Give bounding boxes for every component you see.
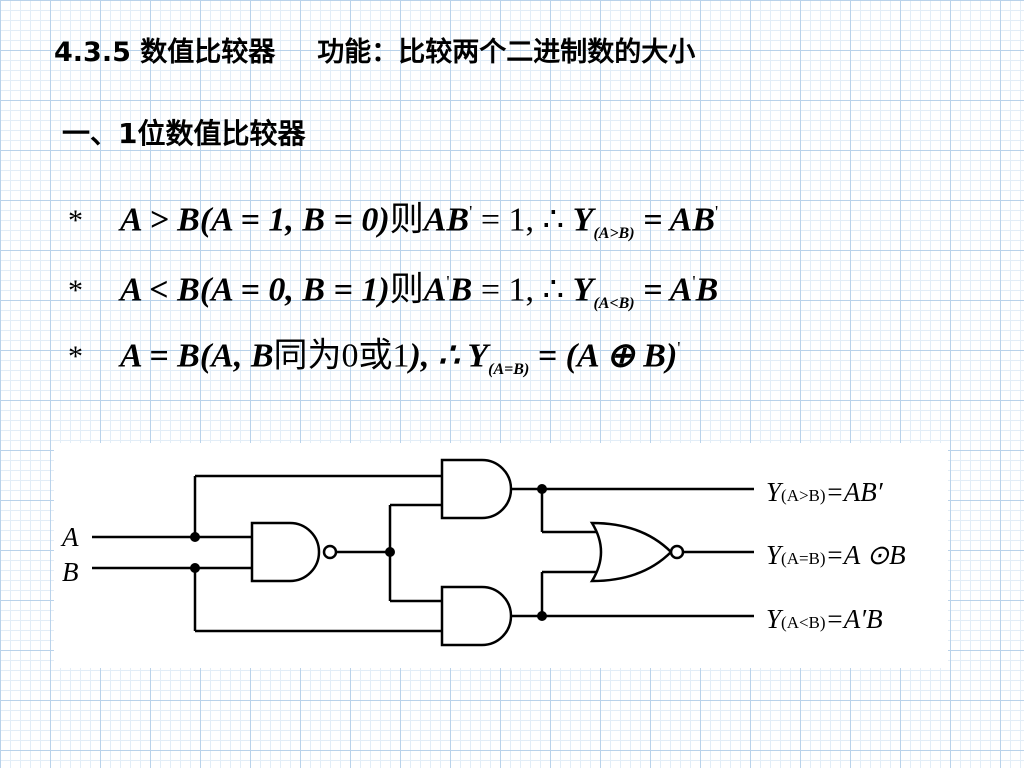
section-title: 4.3.5 数值比较器 [54, 37, 276, 68]
prime-mark: ' [677, 338, 681, 358]
output-var: Y [766, 604, 784, 634]
output-var: Y [467, 337, 489, 375]
prime-mark: ' [692, 272, 696, 292]
prime-mark: ' [469, 202, 473, 222]
input-b-label: B [62, 557, 79, 587]
output-subscript: (A>B) [593, 225, 635, 243]
junction-dot [385, 547, 395, 557]
input-a-label: A [60, 522, 79, 552]
output-rhs-a: = A [634, 271, 693, 309]
circuit-diagram: A B Y(A>B)=AB′ Y(A=B)=A ⊙B Y(A<B)=A′B [54, 443, 948, 668]
output-rhs-b: B [695, 271, 719, 309]
output-subscript: (A>B) [781, 486, 826, 505]
formula-condition: A < B(A = 0, B = 1) [120, 271, 390, 309]
bullet: * [68, 274, 83, 308]
nand-bubble [322, 544, 338, 560]
output-rhs: = AB [634, 201, 716, 239]
circuit-wires [92, 474, 754, 633]
output-subscript: (A=B) [781, 549, 826, 568]
output-var: Y [766, 540, 784, 570]
page-title: 4.3.5 数值比较器 功能：比较两个二进制数的大小 [54, 30, 695, 69]
formula-equal: * A = B(A, B同为0或1), ∴ Y(A=B) = (A ⊕ B)' [68, 328, 681, 390]
bullet: * [68, 340, 83, 374]
nor-gate [589, 521, 673, 583]
output-gt-label: Y(A>B)=AB′ [766, 477, 884, 507]
nand-gate [250, 521, 321, 583]
junction-dot [190, 532, 200, 542]
junction-dot [537, 484, 547, 494]
formula-expression-a: A [423, 271, 447, 309]
nor-bubble [669, 544, 685, 560]
circuit-svg: A B Y(A>B)=AB′ Y(A=B)=A ⊙B Y(A<B)=A′B [60, 458, 906, 647]
formula-condition: A = B(A, B [120, 337, 274, 375]
formula-then: 则 [389, 271, 424, 309]
and-gate-top [440, 458, 513, 520]
formula-expression-b: B [449, 271, 473, 309]
output-rhs: =A′B [826, 604, 883, 634]
function-description: 功能：比较两个二进制数的大小 [317, 37, 696, 68]
prime-mark: ' [446, 272, 450, 292]
output-var: Y [766, 477, 784, 507]
junction-dot [537, 611, 547, 621]
formula-greater: *A > B(A = 1, B = 0)则AB' = 1, ∴ Y(A>B) =… [68, 192, 718, 254]
output-rhs: = (A ⊕ B) [529, 337, 678, 375]
junction-dot [190, 563, 200, 573]
formula-same-text: 同为0或1 [273, 337, 410, 375]
output-eq-label: Y(A=B)=A ⊙B [766, 540, 906, 570]
output-lt-label: Y(A<B)=A′B [766, 604, 883, 634]
formula-tail: ), ∴ [409, 337, 468, 375]
junctions [190, 484, 547, 621]
output-rhs: =AB′ [826, 477, 884, 507]
prime-mark: ' [715, 202, 719, 222]
formula-condition: A > B(A = 1, B = 0) [120, 201, 390, 239]
output-subscript: (A<B) [593, 295, 635, 313]
output-var: Y [572, 271, 594, 309]
formula-result: = 1, ∴ [472, 201, 573, 239]
formula-result: = 1, ∴ [472, 271, 573, 309]
formula-then: 则 [389, 201, 424, 239]
subheading: 一、1位数值比较器 [62, 117, 306, 150]
output-var: Y [572, 201, 594, 239]
output-subscript: (A=B) [488, 361, 530, 379]
formula-less: *A < B(A = 0, B = 1)则A'B = 1, ∴ Y(A<B) =… [68, 262, 718, 324]
and-gate-bottom [440, 585, 513, 647]
output-subscript: (A<B) [781, 613, 826, 632]
output-rhs: =A ⊙B [826, 540, 906, 570]
bullet: * [68, 204, 83, 238]
formula-expression: AB [423, 201, 470, 239]
